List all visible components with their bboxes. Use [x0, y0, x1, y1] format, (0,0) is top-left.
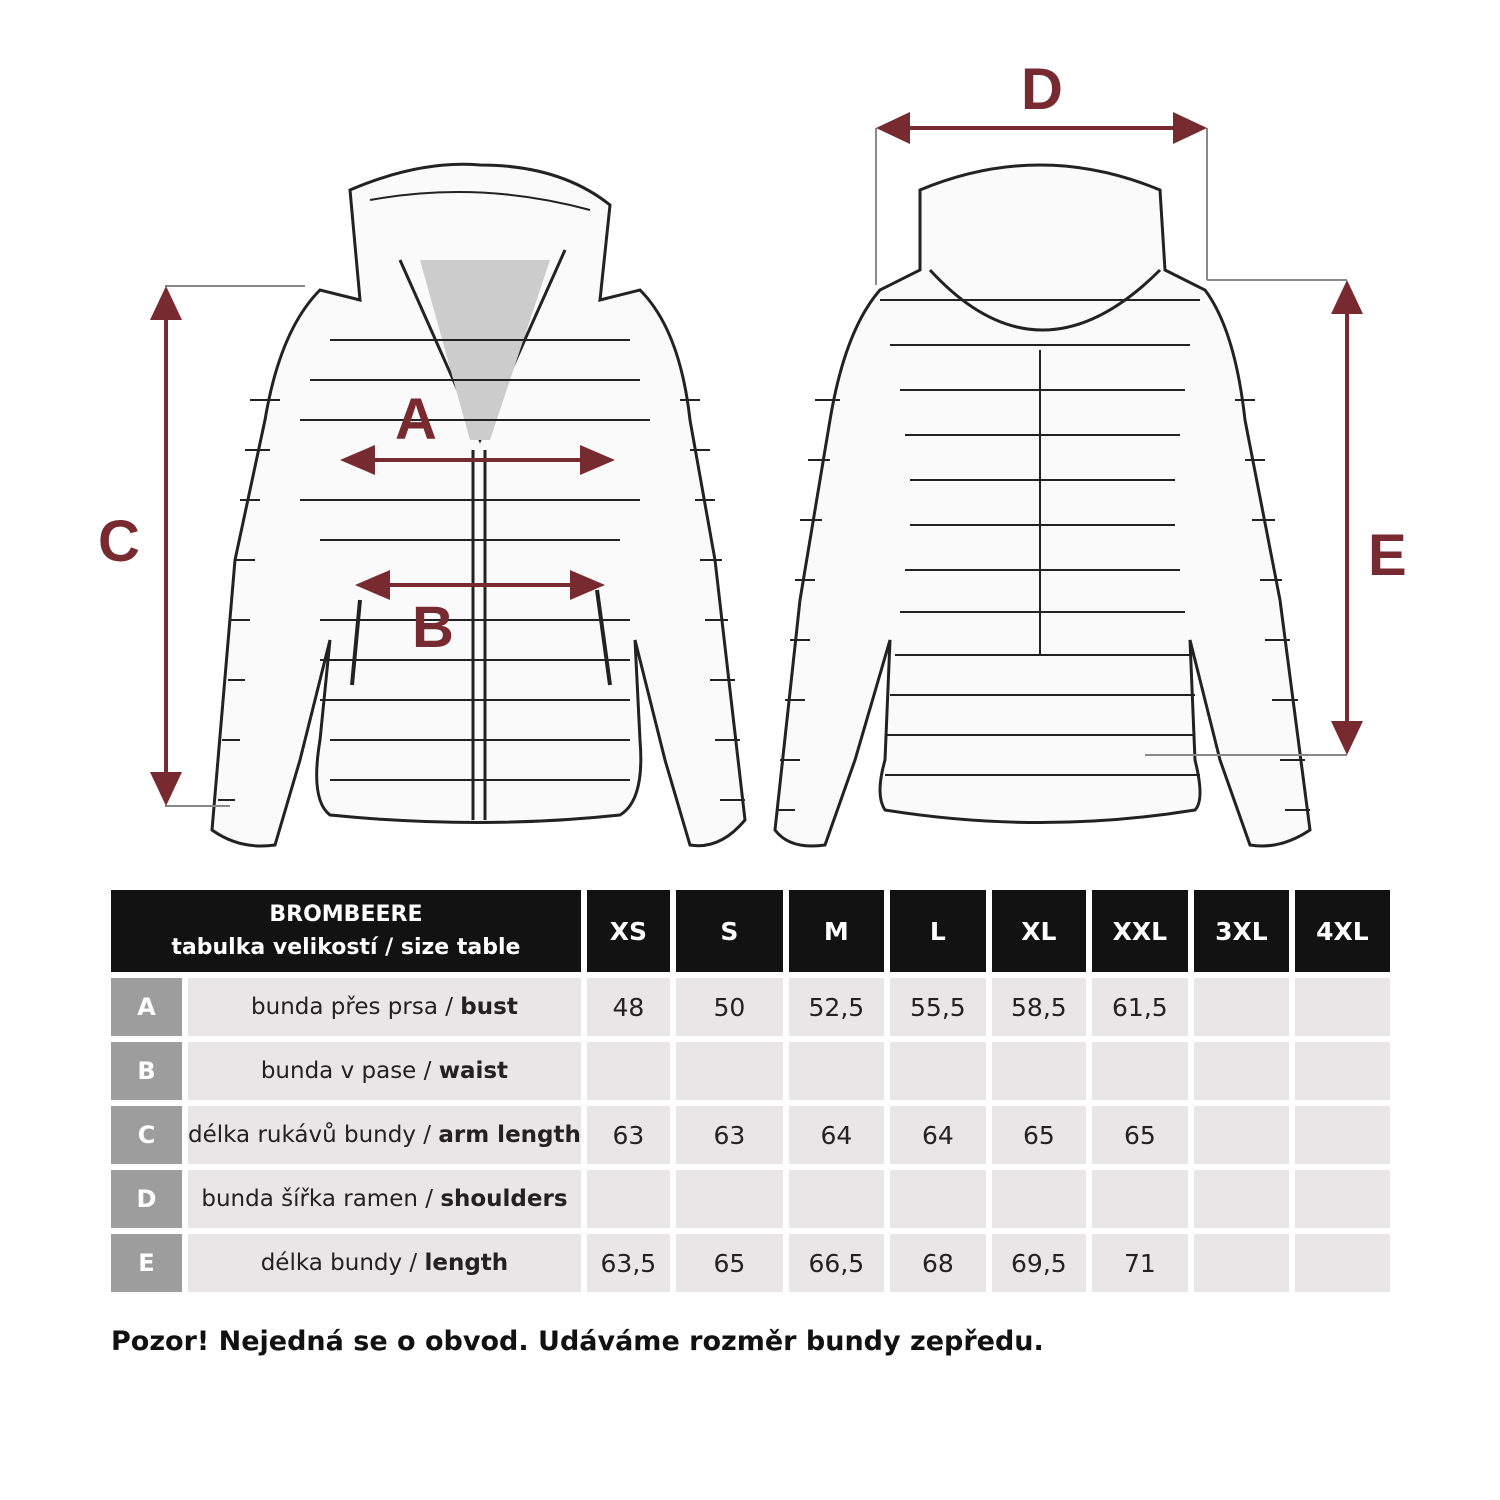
description-english: bust	[460, 994, 518, 1020]
measurement-cell	[991, 1170, 1086, 1228]
description-text: bunda šířka ramen /	[201, 1186, 441, 1212]
measurement-cell	[675, 1170, 783, 1228]
measurement-cell: 65	[675, 1234, 783, 1292]
measurement-cell: 64	[889, 1106, 986, 1164]
row-letter: C	[111, 1106, 182, 1164]
description-english: length	[424, 1250, 509, 1276]
measurement-cell: 64	[788, 1106, 884, 1164]
brand-name: BROMBEERE	[269, 902, 423, 927]
row-letter: E	[111, 1234, 182, 1292]
description-text: délka rukávů bundy /	[188, 1122, 439, 1148]
measure-label-c: C	[98, 509, 140, 574]
size-header: XXL	[1091, 890, 1188, 972]
guide-lines	[165, 128, 1347, 807]
measurement-cell	[1193, 978, 1289, 1036]
description-text: délka bundy /	[260, 1250, 425, 1276]
measurement-cell	[586, 1170, 670, 1228]
measurement-cell	[1193, 1234, 1289, 1292]
measurement-cell: 63	[675, 1106, 783, 1164]
measure-label-d: D	[1021, 57, 1063, 122]
measure-label-e: E	[1368, 523, 1407, 588]
table-subtitle: tabulka velikostí / size table	[171, 935, 521, 960]
measurement-cell: 63,5	[586, 1234, 670, 1292]
measure-label-b: B	[412, 595, 454, 660]
back-jacket-drawing	[773, 163, 1312, 848]
measurement-cell	[889, 1042, 986, 1100]
measurement-cell	[788, 1042, 884, 1100]
measurement-cell: 50	[675, 978, 783, 1036]
row-letter: B	[111, 1042, 182, 1100]
measurement-cell	[1294, 1170, 1390, 1228]
row-description: délka rukávů bundy / arm length	[188, 1106, 581, 1164]
measurement-cell	[1193, 1106, 1289, 1164]
measurement-cell: 65	[1091, 1106, 1188, 1164]
measurement-cell	[675, 1042, 783, 1100]
measurement-cell	[788, 1170, 884, 1228]
row-letter: A	[111, 978, 182, 1036]
measurement-cell	[991, 1042, 1086, 1100]
measurement-cell: 65	[991, 1106, 1086, 1164]
description-text: bunda přes prsa /	[251, 994, 461, 1020]
size-header: M	[788, 890, 884, 972]
table-title: BROMBEERE tabulka velikostí / size table	[111, 890, 581, 972]
measurement-cell: 66,5	[788, 1234, 884, 1292]
measurement-cell: 61,5	[1091, 978, 1188, 1036]
row-description: bunda šířka ramen / shoulders	[188, 1170, 581, 1228]
size-header: XL	[991, 890, 1086, 972]
jacket-illustrations	[150, 112, 1363, 848]
measurement-cell: 71	[1091, 1234, 1188, 1292]
measurement-cell: 52,5	[788, 978, 884, 1036]
size-header: L	[889, 890, 986, 972]
measurement-cell	[1091, 1042, 1188, 1100]
measurement-cell	[1294, 1234, 1390, 1292]
measurement-cell	[1193, 1170, 1289, 1228]
measurement-cell	[1091, 1170, 1188, 1228]
description-english: waist	[438, 1058, 509, 1084]
measure-label-a: A	[395, 387, 437, 452]
size-header: 3XL	[1193, 890, 1289, 972]
measurement-cell	[1294, 1042, 1390, 1100]
size-header: XS	[586, 890, 670, 972]
row-description: bunda přes prsa / bust	[188, 978, 581, 1036]
measurement-cell: 63	[586, 1106, 670, 1164]
measurement-cell: 68	[889, 1234, 986, 1292]
front-jacket-drawing	[210, 162, 747, 848]
row-description: délka bundy / length	[188, 1234, 581, 1292]
measurement-cell	[1294, 978, 1390, 1036]
disclaimer-note: Pozor! Nejedná se o obvod. Udáváme rozmě…	[111, 1326, 1044, 1357]
description-english: shoulders	[440, 1186, 568, 1212]
measurement-cell	[889, 1170, 986, 1228]
measurement-cell: 69,5	[991, 1234, 1086, 1292]
measurement-cell	[1193, 1042, 1289, 1100]
description-text: bunda v pase /	[260, 1058, 439, 1084]
measurement-cell	[586, 1042, 670, 1100]
measurement-cell: 55,5	[889, 978, 986, 1036]
description-english: arm length	[438, 1122, 581, 1148]
measurement-arrows	[150, 112, 1363, 806]
row-description: bunda v pase / waist	[188, 1042, 581, 1100]
size-header: 4XL	[1294, 890, 1390, 972]
size-header: S	[675, 890, 783, 972]
row-letter: D	[111, 1170, 182, 1228]
measurement-cell	[1294, 1106, 1390, 1164]
measurement-cell: 58,5	[991, 978, 1086, 1036]
measurement-cell: 48	[586, 978, 670, 1036]
